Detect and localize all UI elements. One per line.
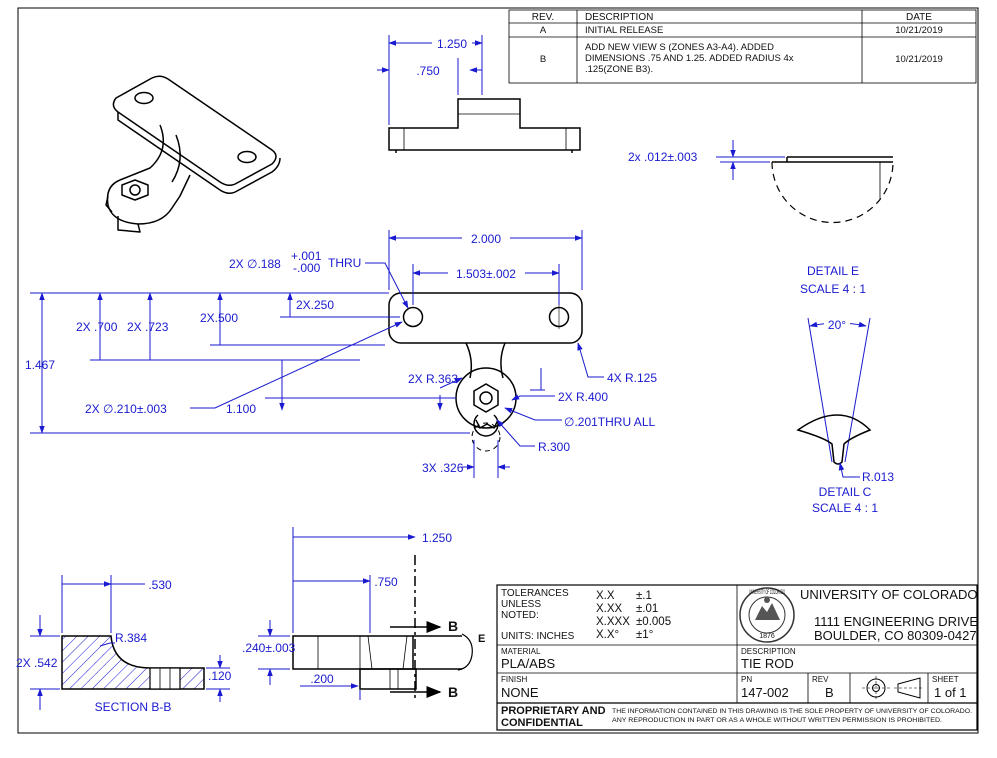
description-label: DESCRIPTION xyxy=(741,647,796,656)
revision-table: REV. DESCRIPTION DATE A INITIAL RELEASE … xyxy=(508,9,977,84)
title-block: TOLERANCES UNLESS NOTED: UNITS: INCHES X… xyxy=(496,584,978,731)
notice-line-2: ANY REPRODUCTION IN PART OR AS A WHOLE W… xyxy=(612,717,942,724)
rev-label: REV xyxy=(812,675,829,684)
side-dim-240: .240±.003 xyxy=(242,641,296,655)
section-bb-title: SECTION B-B xyxy=(95,700,172,714)
dim-hole-201: ∅.201THRU ALL xyxy=(564,415,655,429)
material-value: PLA/ABS xyxy=(501,656,556,671)
detail-e-callout: E xyxy=(478,633,485,645)
section-dim-542: 2X .542 xyxy=(16,656,58,670)
dim-top-1250: 1.250 xyxy=(437,37,467,51)
tolerances-unless: UNLESS xyxy=(501,599,541,610)
detail-c-scale: SCALE 4 : 1 xyxy=(812,501,878,515)
detail-e-scale: SCALE 4 : 1 xyxy=(800,282,866,296)
pn-label: PN xyxy=(741,675,752,684)
description-header: DESCRIPTION xyxy=(585,12,653,23)
date-header: DATE xyxy=(906,12,932,23)
dim-250: 2X.250 xyxy=(296,298,334,312)
dim-r300: R.300 xyxy=(538,440,570,454)
rev-b-description-3: .125(ZONE B3). xyxy=(585,64,653,75)
tol-fmt-2: X.XX xyxy=(596,603,623,615)
dim-hole-tol-plus: +.001 xyxy=(291,249,322,263)
dim-700: 2X .700 xyxy=(76,320,118,334)
dim-top-750: .750 xyxy=(416,64,440,78)
rev-header: REV. xyxy=(532,12,554,23)
side-view: B B E 1.250 .750 .240±.003 .200 xyxy=(242,527,485,700)
dim-hole-tol-minus: -.000 xyxy=(293,261,321,275)
section-marker-top: B xyxy=(448,618,458,634)
org-name: UNIVERSITY OF COLORADO xyxy=(800,587,977,602)
rev-a: A xyxy=(540,25,547,36)
side-dim-200: .200 xyxy=(310,672,334,686)
third-angle-projection-icon xyxy=(862,676,924,700)
rev-b: B xyxy=(540,54,546,65)
section-dim-120: .120 xyxy=(208,669,232,683)
tol-val-1: ±.1 xyxy=(636,590,652,602)
description-value: TIE ROD xyxy=(741,656,794,671)
sheet-border xyxy=(17,7,979,734)
seal-year: 1876 xyxy=(759,633,775,640)
rev-value: B xyxy=(825,685,834,700)
dim-hole-span: 1.503±.002 xyxy=(456,267,516,281)
dim-hole-diameter: 2X ∅.188 xyxy=(229,257,281,271)
rev-b-description-2: DIMENSIONS .75 AND 1.25. ADDED RADIUS 4x xyxy=(585,53,794,64)
section-marker-bottom: B xyxy=(448,684,458,700)
dim-723: 2X .723 xyxy=(127,320,169,334)
org-address-1: 1111 ENGINEERING DRIVE xyxy=(814,614,978,629)
org-address-2: BOULDER, CO 80309-0427 xyxy=(814,628,977,643)
detail-e: 2x .012±.003 DETAIL E SCALE 4 : 1 xyxy=(628,140,894,296)
isometric-view xyxy=(105,75,281,233)
top-view: 1.250 .750 xyxy=(377,35,581,153)
tol-val-2: ±.01 xyxy=(636,603,658,615)
detail-c-angle: 20° xyxy=(828,318,846,332)
tol-val-4: ±1° xyxy=(636,629,653,641)
tolerances-noted: NOTED: xyxy=(501,610,539,621)
sheet-label: SHEET xyxy=(932,675,959,684)
rev-b-description-1: ADD NEW VIEW S (ZONES A3-A4). ADDED xyxy=(585,42,774,53)
tol-fmt-4: X.X° xyxy=(596,629,619,641)
dim-hole-thru: THRU xyxy=(328,256,361,270)
pn-value: 147-002 xyxy=(741,685,789,700)
dim-r363: 2X R.363 xyxy=(408,372,458,386)
side-dim-1250: 1.250 xyxy=(422,531,452,545)
rev-b-date: 10/21/2019 xyxy=(895,54,943,65)
section-dim-530: .530 xyxy=(148,578,172,592)
rev-a-date: 10/21/2019 xyxy=(895,25,943,36)
tol-val-3: ±0.005 xyxy=(636,616,671,628)
detail-e-title: DETAIL E xyxy=(807,264,859,278)
proprietary-line-2: CONFIDENTIAL xyxy=(501,717,583,729)
rev-a-description: INITIAL RELEASE xyxy=(585,25,663,36)
dim-326: 3X .326 xyxy=(422,461,464,475)
dim-overall-2000: 2.000 xyxy=(471,232,501,246)
university-seal-logo: UNIVERSITY OF COLORADO 1876 xyxy=(739,587,795,643)
finish-label: FINISH xyxy=(501,675,527,684)
detail-c-radius: R.013 xyxy=(862,470,894,484)
dim-r125: 4X R.125 xyxy=(607,371,657,385)
proprietary-line-1: PROPRIETARY AND xyxy=(501,705,606,717)
tol-fmt-1: X.X xyxy=(596,590,615,602)
dim-1467: 1.467 xyxy=(25,358,55,372)
tolerances-title: TOLERANCES xyxy=(501,588,569,599)
dim-r400: 2X R.400 xyxy=(558,390,608,404)
dim-detail-e-thickness: 2x .012±.003 xyxy=(628,150,698,164)
section-dim-r384: R.384 xyxy=(115,631,147,645)
tol-fmt-3: X.XXX xyxy=(596,616,630,628)
units-label: UNITS: INCHES xyxy=(501,631,575,642)
dim-hole-210: 2X ∅.210±.003 xyxy=(85,402,167,416)
detail-c: 20° R.013 DETAIL C SCALE 4 : 1 xyxy=(796,317,894,515)
detail-c-title: DETAIL C xyxy=(819,485,872,499)
seal-text: UNIVERSITY OF COLORADO xyxy=(749,590,785,596)
dim-1100: 1.100 xyxy=(226,402,256,416)
front-view: 2.000 1.503±.002 2X ∅.188 +.001 -.000 TH… xyxy=(25,230,657,478)
dim-500: 2X.500 xyxy=(200,311,238,325)
side-dim-750: .750 xyxy=(374,575,398,589)
finish-value: NONE xyxy=(501,685,539,700)
sheet-value: 1 of 1 xyxy=(934,685,967,700)
notice-line-1: THE INFORMATION CONTAINED IN THIS DRAWIN… xyxy=(612,708,972,715)
material-label: MATERIAL xyxy=(501,647,541,656)
section-bb: .530 R.384 2X .542 .120 SECTION B-B xyxy=(16,575,232,714)
